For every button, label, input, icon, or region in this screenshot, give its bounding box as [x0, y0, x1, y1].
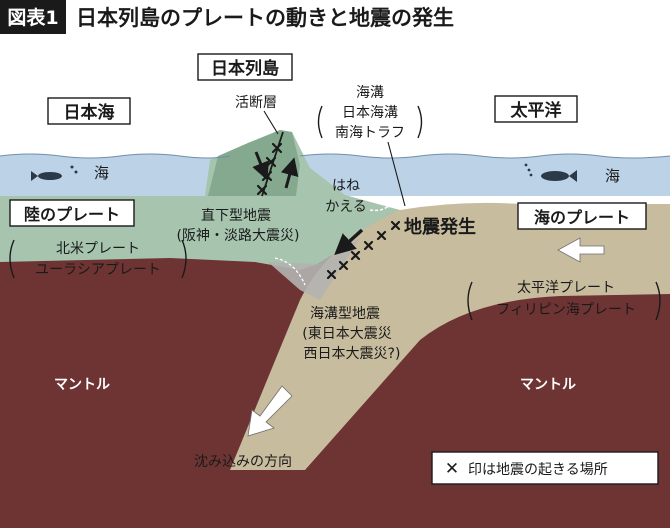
- subduction-direction-label: 沈み込みの方向: [194, 454, 292, 470]
- trench-label-2: 日本海溝: [342, 105, 398, 121]
- bubble-icon: [529, 173, 533, 177]
- quake-x-marker: [256, 184, 268, 196]
- oceanic-plate-label: 海のプレート: [534, 208, 630, 227]
- header-badge-bg: [0, 0, 66, 34]
- rebound-label-2: かえる: [325, 199, 367, 215]
- continental-plate-box: [9, 199, 135, 227]
- quake-origin-label: 地震発生: [404, 216, 476, 238]
- sea-of-japan-label: 日本海: [64, 102, 115, 123]
- legend-box: [431, 451, 659, 485]
- continental-plate-name-1: 北米プレート: [56, 241, 140, 257]
- trench-quake-label-3: 西日本大震災?): [304, 346, 401, 362]
- paren-open: [467, 281, 473, 321]
- trench-x-marks: [326, 220, 401, 280]
- japan-islands-label: 日本列島: [211, 58, 279, 79]
- legend-x-marker-icon: ✕: [445, 459, 459, 479]
- inland-quake-label-1: 直下型地震: [201, 207, 271, 224]
- quake-x-marker: [326, 269, 337, 280]
- paren-close: [181, 239, 187, 279]
- fish-right-icon: [541, 170, 577, 182]
- active-fault-label: 活断層: [235, 95, 277, 111]
- mantle-left-label: マントル: [54, 377, 110, 393]
- sea-left-label: 海: [94, 164, 109, 182]
- plate-movement-arrow: [557, 237, 605, 263]
- bubble-icon: [527, 168, 531, 172]
- trench-label-1: 海溝: [356, 85, 384, 101]
- pacific-ocean-label: 太平洋: [511, 100, 562, 121]
- quake-x-marker: [376, 230, 387, 241]
- paren-open: [317, 105, 323, 139]
- quake-x-marker: [390, 220, 401, 231]
- trench-label-3: 南海トラフ: [335, 125, 405, 141]
- rebound-label-1: はね: [332, 178, 360, 194]
- continental-plate-name-2: ユーラシアプレート: [35, 262, 161, 278]
- fault-arrow-down: [252, 151, 270, 181]
- bubble-icon: [524, 163, 528, 167]
- sea-of-japan-box: [47, 97, 131, 125]
- fault-arrow-up: [280, 157, 299, 189]
- sea-surface-right: [299, 153, 670, 159]
- header-badge: 図表1: [7, 6, 58, 29]
- oceanic-plate-name-1: 太平洋プレート: [517, 280, 615, 296]
- trench-leader: [387, 141, 406, 207]
- continental-plate-label: 陸のプレート: [24, 205, 120, 224]
- oceanic-plate-box: [517, 202, 647, 230]
- oceanic-plate-name-2: フィリピン海プレート: [496, 302, 636, 318]
- active-fault-leader: [263, 110, 279, 135]
- legend-text: 印は地震の起きる場所: [468, 462, 608, 478]
- paren-close: [655, 281, 661, 321]
- quake-x-marker: [363, 240, 374, 251]
- pacific-ocean-box: [494, 95, 578, 123]
- rebound-arrow-head: [386, 200, 394, 208]
- fish-left-icon: [31, 171, 62, 181]
- trench-arrow: [334, 228, 364, 256]
- quake-x-marker: [338, 260, 349, 271]
- sea-right-label: 海: [605, 167, 620, 185]
- trench-quake-label-2: (東日本大震災: [302, 326, 391, 342]
- sea-surface-left: [0, 153, 231, 159]
- subduction-arrow: [247, 385, 293, 437]
- quake-x-marker: [271, 142, 283, 154]
- mantle-right-label: マントル: [520, 377, 576, 393]
- paren-open: [9, 239, 15, 279]
- japan-islands-box: [197, 53, 293, 81]
- header-title: 日本列島のプレートの動きと地震の発生: [76, 6, 454, 30]
- bubble-icon: [74, 170, 78, 174]
- inland-quake-label-2: (阪神・淡路大震災): [177, 228, 300, 244]
- paren-close: [417, 105, 423, 139]
- sea-band: [0, 154, 670, 196]
- trench-quake-label-1: 海溝型地震: [310, 306, 380, 322]
- bubble-icon: [70, 165, 74, 169]
